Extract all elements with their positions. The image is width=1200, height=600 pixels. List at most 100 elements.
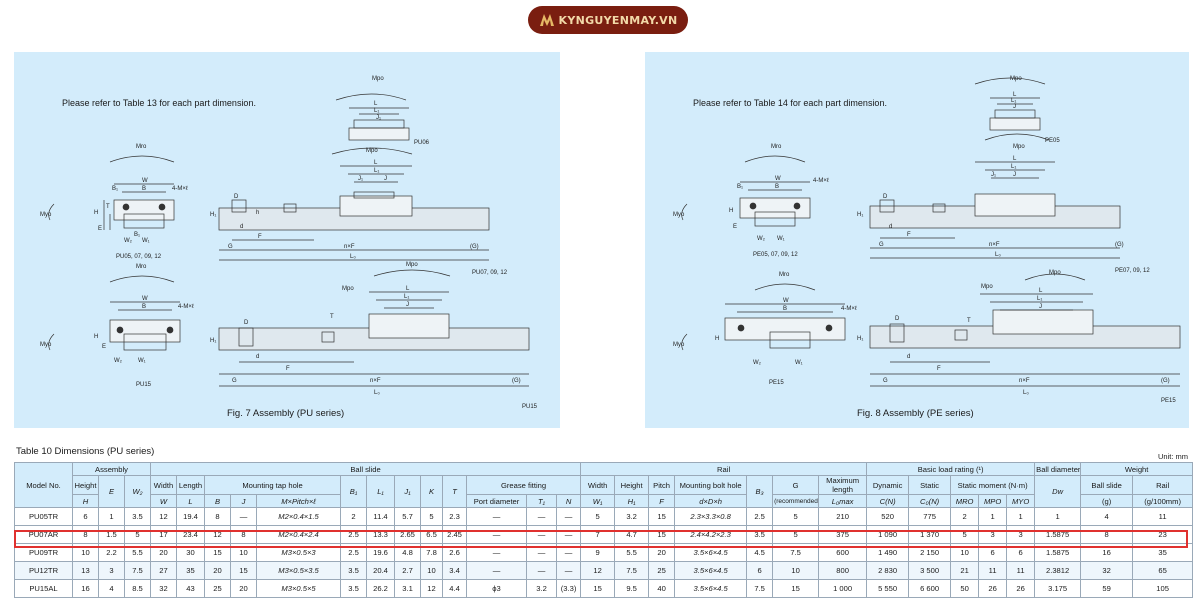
th-rail-height: Height (614, 475, 650, 495)
svg-text:H: H (94, 334, 98, 340)
svg-text:PU06: PU06 (414, 140, 430, 146)
svg-text:J₁: J₁ (358, 176, 363, 182)
svg-text:4-M×ℓ: 4-M×ℓ (813, 177, 829, 184)
svg-text:F: F (937, 366, 941, 372)
table-cell: 25 (648, 561, 676, 580)
table-cell: 5 (950, 525, 980, 544)
table-cell: — (526, 525, 558, 544)
table-cell: 27 (150, 561, 178, 580)
svg-text:E: E (102, 344, 106, 350)
svg-text:Myo: Myo (40, 342, 52, 348)
th-L1: L₁ (366, 475, 396, 508)
svg-text:L₁: L₁ (1037, 296, 1042, 302)
svg-text:W₁: W₁ (138, 358, 146, 364)
table-cell: 2.7 (394, 561, 422, 580)
table-cell: 12 (420, 579, 444, 598)
th-L: L (176, 494, 206, 508)
table-cell: 2.5 (340, 543, 368, 562)
table-cell: 19.6 (366, 543, 396, 562)
svg-text:(G): (G) (470, 244, 479, 250)
th-W: W (150, 494, 178, 508)
svg-text:n×F: n×F (1019, 378, 1030, 384)
table-cell: 5.5 (614, 543, 650, 562)
svg-text:H₁: H₁ (210, 338, 216, 344)
table-cell: 5 (420, 507, 444, 526)
table-cell: 3.5 (340, 561, 368, 580)
table-cell: 19.4 (176, 507, 206, 526)
svg-text:G: G (883, 378, 888, 384)
svg-text:L₀: L₀ (995, 252, 1001, 258)
table-cell: 4.4 (442, 579, 468, 598)
table-cell: 16 (72, 579, 99, 598)
table-cell: 23.4 (176, 525, 206, 544)
table-cell: — (466, 561, 528, 580)
svg-text:B₁: B₁ (134, 232, 140, 238)
svg-text:H: H (715, 336, 719, 342)
table-cell: 9 (580, 543, 616, 562)
table-cell: 35 (1132, 543, 1194, 562)
svg-text:PE15: PE15 (1161, 398, 1176, 404)
table-cell: 32 (150, 579, 178, 598)
table-cell: 5.5 (123, 543, 152, 562)
table-cell: 1 490 (866, 543, 910, 562)
figure-7-panel: Mpo L L₁ J₁ PU06 Mro W B 4-M×ℓ B₁ Myo H … (14, 52, 560, 428)
svg-text:J₁: J₁ (991, 172, 996, 178)
svg-text:J: J (384, 176, 387, 182)
th-J: J (230, 494, 258, 508)
svg-text:Mro: Mro (771, 144, 782, 150)
table-cell: 15 (648, 507, 676, 526)
table-cell: 1.5875 (1034, 525, 1082, 544)
svg-text:L: L (1013, 156, 1017, 162)
th-w-rail: Rail (1132, 475, 1194, 495)
svg-text:B: B (142, 304, 146, 310)
svg-text:J₁: J₁ (376, 115, 381, 121)
svg-text:G: G (879, 242, 884, 248)
svg-text:J: J (1013, 104, 1016, 110)
table-cell: 16 (1080, 543, 1134, 562)
svg-text:L₀: L₀ (374, 390, 380, 396)
table-cell: — (466, 507, 528, 526)
table-cell: 2.4×4.2×2.3 (674, 525, 748, 544)
svg-text:L₀: L₀ (1023, 390, 1029, 396)
table-cell: 15 (230, 561, 258, 580)
table-cell: 4.7 (614, 525, 650, 544)
svg-text:L₁: L₁ (374, 168, 379, 174)
site-logo[interactable]: KYNGUYENMAY.VN (528, 6, 688, 34)
table-cell: 11 (1006, 561, 1036, 580)
table-cell: 3.5×6×4.5 (674, 543, 748, 562)
th-N: N (556, 494, 582, 508)
svg-text:Mpo: Mpo (1010, 76, 1022, 82)
figure-7-drawing: Mpo L L₁ J₁ PU06 Mro W B 4-M×ℓ B₁ Myo H … (40, 76, 538, 410)
svg-text:D: D (895, 316, 900, 322)
svg-text:B: B (142, 186, 146, 192)
table-cell: 210 (818, 507, 868, 526)
figure-8-caption: Fig. 8 Assembly (PE series) (857, 408, 974, 419)
th-g100-unit: (g/100mm) (1132, 494, 1194, 508)
table-cell: 105 (1132, 579, 1194, 598)
table-cell: — (556, 543, 582, 562)
svg-text:L: L (406, 286, 410, 292)
svg-text:D: D (244, 320, 249, 326)
th-K: K (420, 475, 444, 508)
table-cell: 10 (772, 561, 820, 580)
th-max-length: Maximum length (818, 475, 868, 495)
table-cell: 2.3 (442, 507, 468, 526)
svg-text:H₁: H₁ (857, 336, 863, 342)
table-cell: 25 (204, 579, 232, 598)
table-cell: 26 (978, 579, 1008, 598)
svg-text:F: F (907, 232, 911, 238)
table-cell: — (466, 525, 528, 544)
figure-8-panel: Mpo L L₁ J PE05 Mro W B 4-M×ℓ B₁ Myo H E… (645, 52, 1189, 428)
table-cell: 5 (580, 507, 616, 526)
th-mounting-tap: Mounting tap hole (204, 475, 342, 495)
table-cell: 43 (176, 579, 206, 598)
figure-7-caption: Fig. 7 Assembly (PU series) (227, 408, 345, 419)
th-H1: H₁ (614, 494, 650, 508)
svg-text:H₁: H₁ (857, 212, 863, 218)
table-cell: — (526, 561, 558, 580)
table-cell: 5 (123, 525, 152, 544)
th-static: Static (908, 475, 952, 495)
th-grease: Grease fitting (466, 475, 582, 495)
